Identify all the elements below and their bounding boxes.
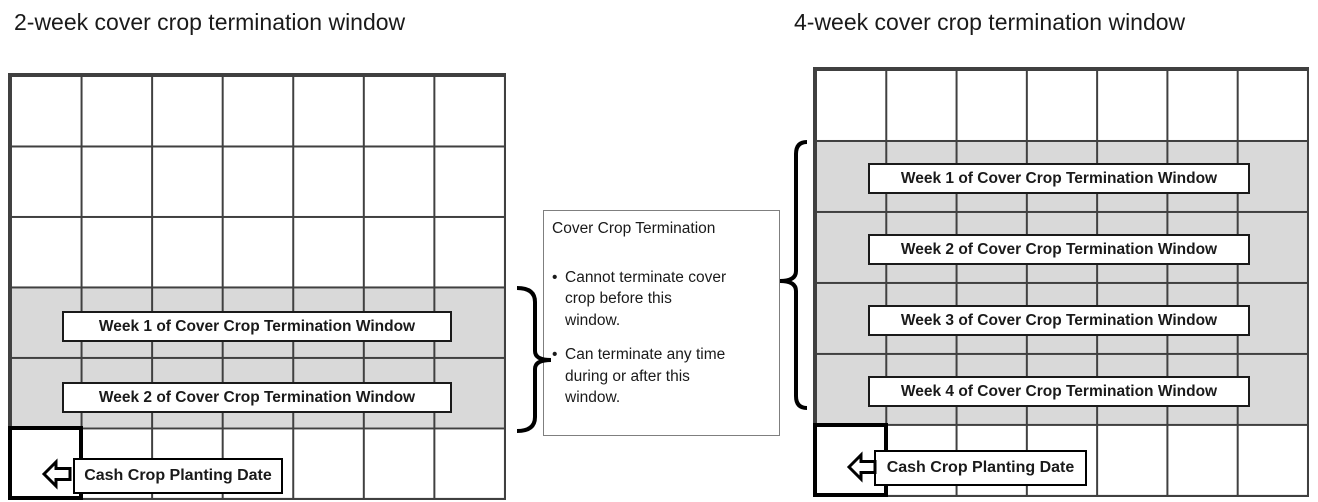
week-3-label: Week 3 of Cover Crop Termination Window [868, 305, 1250, 336]
right-panel-title: 4-week cover crop termination window [794, 9, 1186, 35]
calendar-grid-lines [10, 75, 504, 498]
annotation-box: Cover Crop Termination Cannot terminate … [543, 210, 780, 436]
calendar-grid-lines [815, 69, 1307, 495]
week-2-label: Week 2 of Cover Crop Termination Window [62, 382, 452, 413]
bullet-marker [552, 267, 565, 332]
annotation-bullet-2: Can terminate any time during or after t… [552, 344, 773, 409]
annotation-heading: Cover Crop Termination [552, 220, 716, 237]
calendar-grid-2-week: Week 1 of Cover Crop Termination Window … [8, 73, 506, 500]
planting-date-label: Cash Crop Planting Date [73, 458, 283, 494]
left-block-arrow-icon [847, 451, 877, 483]
right-grid-brace [779, 140, 808, 410]
planting-date-label: Cash Crop Planting Date [874, 450, 1087, 486]
week-4-label: Week 4 of Cover Crop Termination Window [868, 376, 1250, 407]
left-block-arrow-icon [42, 458, 72, 490]
calendar-grid-4-week: Week 1 of Cover Crop Termination Window … [813, 67, 1309, 497]
left-panel-title: 2-week cover crop termination window [14, 9, 406, 35]
week-1-label: Week 1 of Cover Crop Termination Window [868, 163, 1250, 194]
bullet-marker [552, 344, 565, 409]
week-1-label: Week 1 of Cover Crop Termination Window [62, 310, 452, 342]
annotation-bullet-1: Cannot terminate cover crop before this … [552, 267, 773, 332]
week-2-label: Week 2 of Cover Crop Termination Window [868, 233, 1250, 265]
